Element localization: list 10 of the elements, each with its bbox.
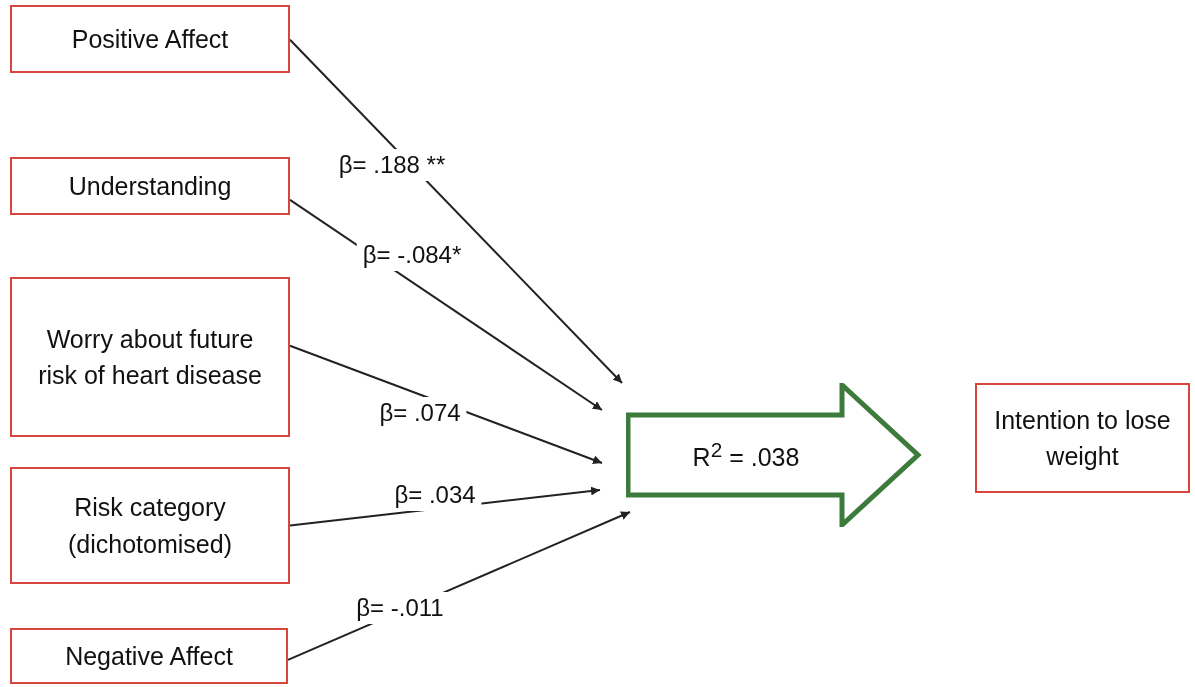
variable-box: Intention to lose weight: [975, 383, 1190, 493]
node-text: R$^{2}$ = .038: [691, 437, 801, 473]
variable-box: Worry about future risk of heart disease: [10, 277, 290, 437]
variable-box: Positive Affect: [10, 5, 290, 73]
arrow: [289, 198, 603, 411]
arrow: [289, 344, 603, 465]
variable-box: Understanding: [10, 157, 290, 215]
variable-box: Negative Affect: [10, 628, 288, 684]
arrow: [289, 38, 623, 384]
variable-box: Risk category (dichotomised): [10, 467, 290, 584]
